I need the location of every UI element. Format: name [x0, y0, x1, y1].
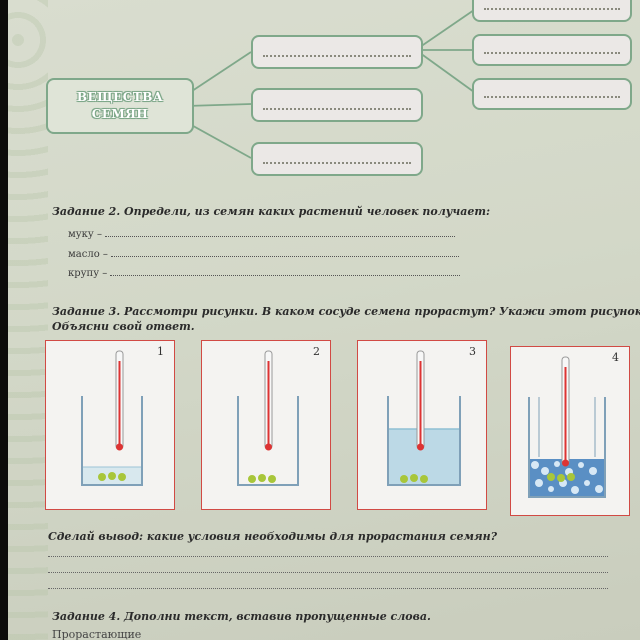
picture-1[interactable]: 1	[45, 340, 175, 510]
conclusion-answer-line-3[interactable]	[48, 588, 608, 589]
answer-box-sub-1[interactable]	[472, 0, 632, 22]
seed-substances-label-line1: ВЕЩЕСТВА	[76, 90, 164, 104]
workbook-page: ВЕЩЕСТВА СЕМЯН Задание 2. Определи, из с…	[8, 0, 640, 640]
seed-substances-label-line2: СЕМЯН	[91, 107, 149, 121]
picture-2-number: 2	[313, 345, 320, 358]
task2-item-oil[interactable]: масло –	[68, 249, 459, 260]
task2-item-oil-label: масло –	[68, 249, 108, 260]
seed-substances-box: ВЕЩЕСТВА СЕМЯН	[46, 78, 194, 134]
picture-1-number: 1	[157, 345, 164, 358]
beaker-dry-seeds-icon	[237, 350, 299, 486]
task3-title-line2: Объясни свой ответ.	[52, 320, 195, 333]
diagram-connector-lines	[185, 9, 475, 159]
task2-item-groats[interactable]: крупу –	[68, 268, 461, 279]
picture-4[interactable]: 4	[510, 346, 630, 516]
answer-box-sub-2[interactable]	[472, 34, 632, 66]
answer-box-2[interactable]	[251, 88, 423, 122]
conclusion-answer-line-1[interactable]	[48, 556, 608, 557]
beaker-little-water-icon	[81, 350, 143, 486]
answer-box-3[interactable]	[251, 142, 423, 176]
conclusion-answer-line-2[interactable]	[48, 572, 608, 573]
conclusion-title: Сделай вывод: какие условия необходимы д…	[48, 530, 498, 543]
task2-item-flour-label: муку –	[68, 229, 102, 240]
task2-item-groats-label: крупу –	[68, 268, 108, 279]
answer-box-sub-3[interactable]	[472, 78, 632, 110]
task4-partial-text: Прорастающие	[52, 628, 142, 640]
task4-title: Задание 4. Дополни текст, вставив пропущ…	[52, 610, 431, 623]
beaker-full-water-icon	[387, 350, 461, 486]
task3-title-line1: Задание 3. Рассмотри рисунки. В каком со…	[52, 305, 640, 318]
beaker-ice-icon	[528, 356, 606, 498]
picture-2[interactable]: 2	[201, 340, 331, 510]
answer-box-1[interactable]	[251, 35, 423, 69]
picture-4-number: 4	[612, 351, 619, 364]
picture-3-number: 3	[469, 345, 476, 358]
picture-3[interactable]: 3	[357, 340, 487, 510]
task2-title: Задание 2. Определи, из семян каких раст…	[52, 205, 491, 218]
task2-item-flour[interactable]: муку –	[68, 229, 455, 240]
